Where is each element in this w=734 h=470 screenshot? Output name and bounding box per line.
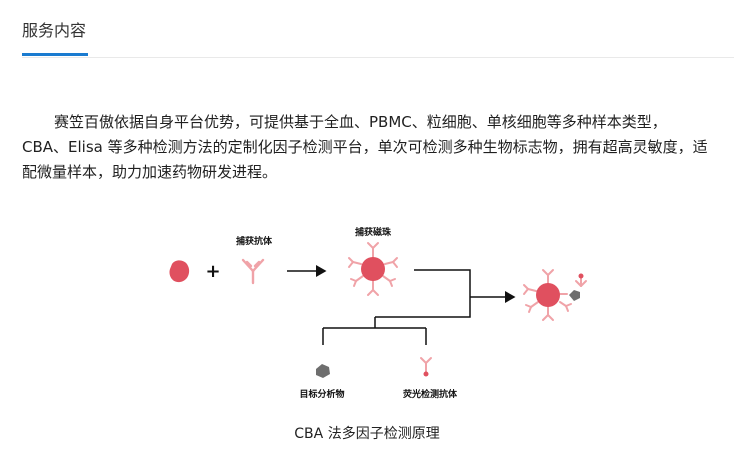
capture-bead-icon [348,242,398,296]
header-divider [22,57,734,58]
fluorescent-antibody-label: 荧光检测抗体 [403,388,458,400]
intro-paragraph: 赛笠百傲依据自身平台优势，可提供基于全血、PBMC、粒细胞、单核细胞等多种样本类… [22,113,708,181]
capture-antibody-label: 捕获抗体 [236,235,273,247]
diagram-caption: CBA 法多因子检测原理 [294,426,440,442]
capture-antibody-icon [241,258,265,285]
fluorescent-antibody-icon [420,357,432,377]
tab-underline [22,53,88,56]
connector-lines [322,269,471,345]
bead-complex-icon [523,269,587,321]
target-analyte-icon [316,364,330,378]
target-analyte-label: 目标分析物 [299,388,344,400]
section-header: 服务内容 [22,0,734,58]
section-title: 服务内容 [22,21,87,40]
capture-bead-label: 捕获磁珠 [355,226,392,238]
plus-sign: + [205,261,220,282]
bead-icon [169,260,190,283]
